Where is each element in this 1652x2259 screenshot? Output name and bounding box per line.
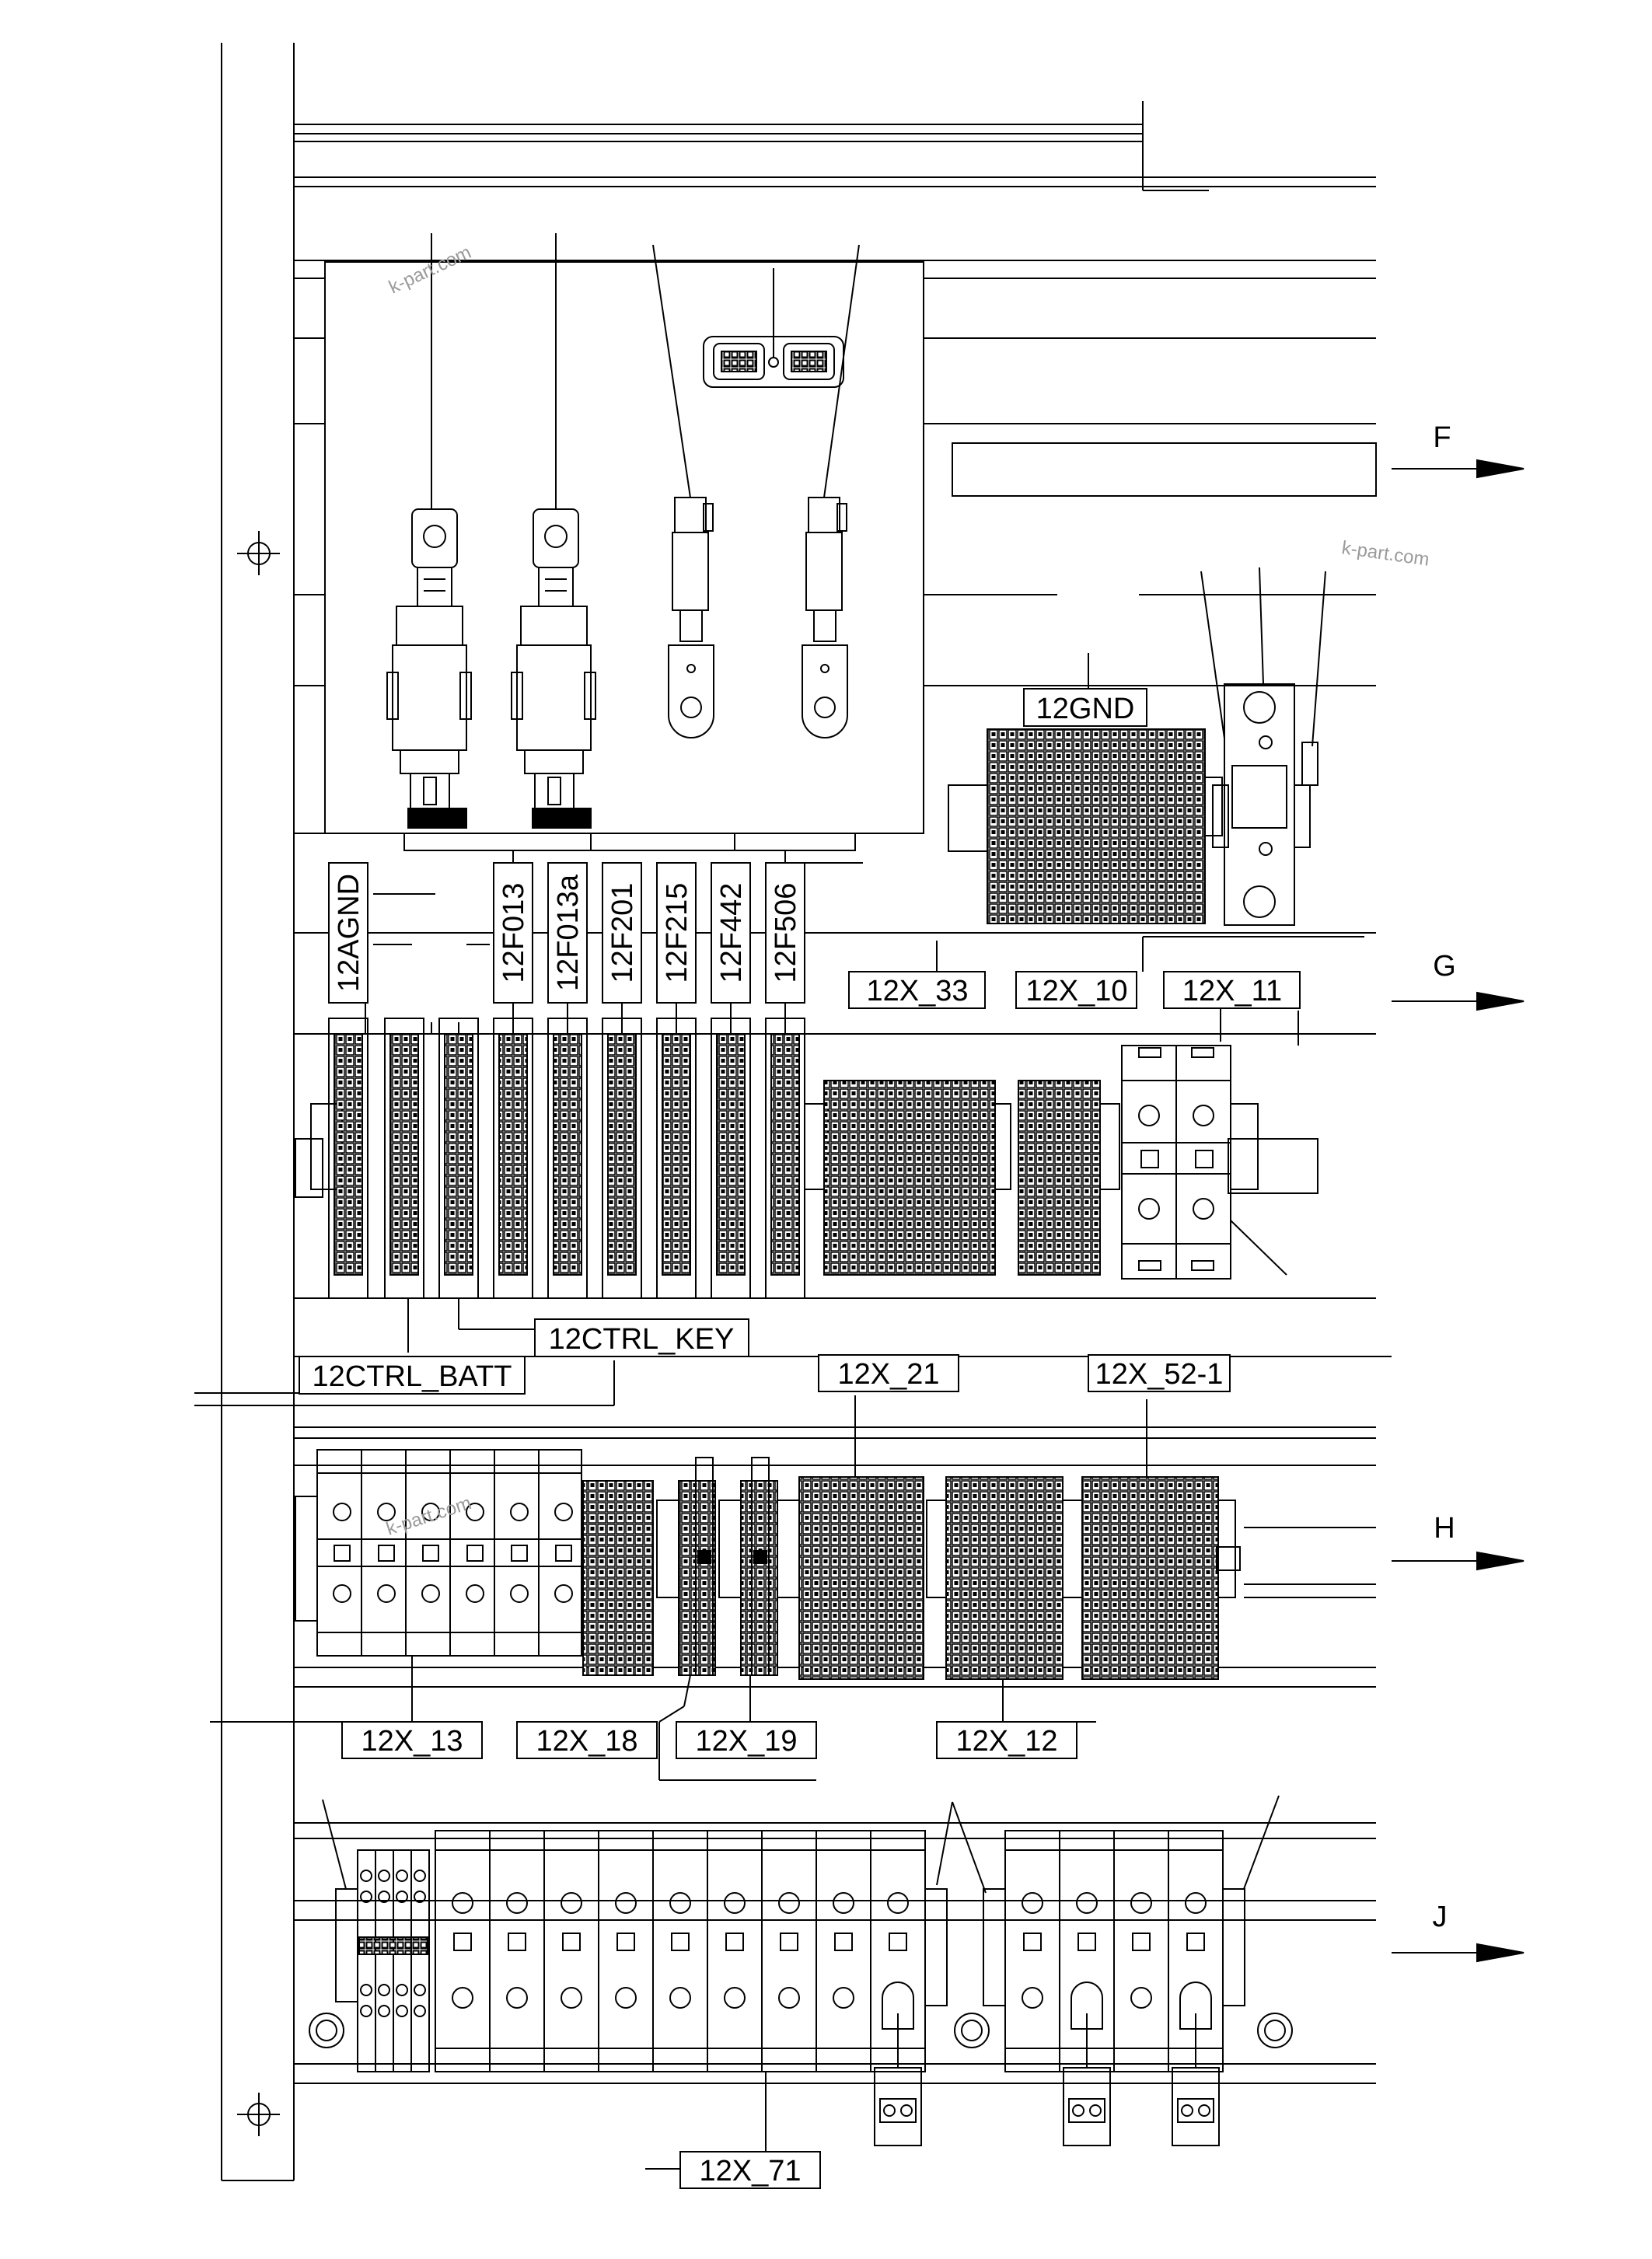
ground-stud-mid (954, 2013, 990, 2048)
mounting-hole-top (237, 531, 280, 575)
ground-stud-left (309, 2013, 344, 2048)
fuse-terminal-12f442 (711, 1018, 751, 1299)
terminal-block-12x19 (718, 1457, 778, 1676)
terminal-block-12x11 (1121, 1045, 1259, 1280)
end-bracket-1 (924, 1888, 1006, 2006)
terminal-block-right-j (1004, 1830, 1224, 2072)
terminal-block-12x21 (777, 1476, 924, 1680)
label-12x71: 12X_71 (699, 2155, 801, 2187)
label-12f442: 12F442 (715, 883, 748, 983)
label-12x21: 12X_21 (837, 1358, 939, 1391)
test-plug-1 (874, 1981, 922, 2146)
label-12x10: 12X_10 (1025, 975, 1127, 1007)
label-12x12: 12X_12 (955, 1725, 1057, 1758)
test-plug-3 (1172, 1981, 1220, 2146)
label-12f506: 12F506 (770, 883, 802, 983)
fuse-terminal-12ctrl-batt (384, 1018, 424, 1299)
cable-lug-1 (668, 497, 714, 738)
section-label-h: H (1434, 1512, 1455, 1545)
label-12f013: 12F013 (498, 883, 530, 983)
label-12x33: 12X_33 (866, 975, 968, 1007)
fuse-holder-1 (386, 508, 472, 829)
label-12x18: 12X_18 (536, 1725, 637, 1758)
terminal-block-12x33 (823, 1080, 1011, 1276)
label-12f201: 12F201 (606, 883, 639, 983)
mounting-hole-bottom (237, 2093, 280, 2136)
terminal-block-12x12 (926, 1476, 1083, 1680)
terminal-block-12x13 (295, 1449, 582, 1657)
mounting-frame (221, 43, 1376, 2181)
fuse-terminal-12f215 (656, 1018, 697, 1299)
label-12agnd: 12AGND (333, 874, 365, 992)
label-12x11: 12X_11 (1182, 975, 1282, 1007)
fuse-terminal-12agnd (328, 1018, 368, 1299)
arrow-j (1392, 1943, 1525, 1963)
arrow-h (1392, 1551, 1525, 1571)
label-12gnd: 12GND (1036, 693, 1135, 725)
fuse-terminal-12f013 (493, 1018, 533, 1299)
fuse-terminal-row-g (310, 1018, 829, 1299)
terminal-block-12gnd (948, 728, 1223, 924)
label-12f013a: 12F013a (552, 874, 585, 991)
section-label-j: J (1433, 1901, 1448, 1933)
label-12ctrl-key: 12CTRL_KEY (549, 1323, 735, 1356)
terminal-block-12x10 (1018, 1080, 1120, 1276)
arrow-f (1392, 459, 1525, 479)
connector-plug (703, 268, 844, 388)
watermark-2: k-part.com (1340, 537, 1430, 571)
section-label-f: F (1433, 421, 1451, 454)
label-12ctrl-batt: 12CTRL_BATT (313, 1360, 512, 1393)
labels: 12GND 12AGND 12F013 12F013a 12F201 12F21… (313, 242, 1456, 2187)
label-12x13: 12X_13 (361, 1725, 463, 1758)
fuse-terminal-12f201 (602, 1018, 642, 1299)
fuse-holder-2 (511, 508, 596, 829)
terminal-block-12x18 (656, 1457, 716, 1676)
terminal-block-small (582, 1480, 654, 1676)
fuse-terminal-12f506 (765, 1018, 805, 1299)
end-bracket-2 (1222, 1888, 1245, 2006)
label-12f215: 12F215 (661, 883, 693, 983)
din-rail-j (294, 1822, 1376, 2084)
section-label-g: G (1433, 950, 1456, 983)
watermark-3: k-part.com (384, 1493, 474, 1540)
fuse-terminal-12ctrl-key (438, 1018, 479, 1299)
arrow-g (1392, 991, 1525, 1011)
label-12x52-1: 12X_52-1 (1095, 1358, 1224, 1391)
label-12x19: 12X_19 (695, 1725, 797, 1758)
test-plug-2 (1063, 1981, 1111, 2146)
ground-stud-right (1257, 2013, 1293, 2048)
fuse-terminal-12f013a (547, 1018, 588, 1299)
terminal-block-12x71 (435, 1830, 926, 2072)
cable-lug-2 (802, 497, 848, 738)
terminal-block-12x71-compact (335, 1849, 430, 2072)
terminal-block-12x52-1 (1081, 1476, 1241, 1680)
ground-busbar (1212, 683, 1318, 926)
